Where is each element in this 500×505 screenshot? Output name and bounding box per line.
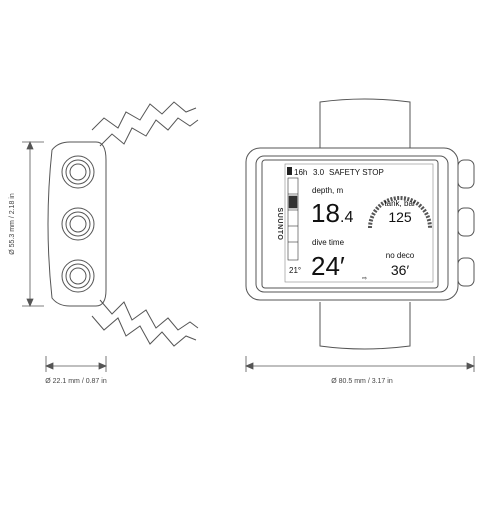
temperature: 21° <box>289 266 301 275</box>
depth-label: depth, m <box>312 186 343 195</box>
side-body <box>47 141 107 307</box>
side-button-middle <box>61 207 95 241</box>
screen-area <box>284 163 434 283</box>
width-dimension-label: Ø 80.5 mm / 3.17 in <box>331 378 393 385</box>
strap-top <box>319 98 411 148</box>
front-button-middle <box>457 207 475 237</box>
case-bezel <box>255 155 449 293</box>
arrow-indicator: ⇨ <box>362 276 367 282</box>
lower-strap <box>91 299 199 347</box>
depth-dimension <box>44 356 108 372</box>
depth-decimal: .4 <box>340 209 353 226</box>
clock: 16h <box>294 168 307 177</box>
no-deco-label: no deco <box>386 251 415 260</box>
dive-time-label: dive time <box>312 238 345 247</box>
no-deco-value: 36′ <box>391 262 410 278</box>
front-button-top <box>457 159 475 189</box>
dive-time-value: 24′ <box>311 251 345 281</box>
width-dimension <box>244 356 476 372</box>
upper-strap <box>91 101 199 147</box>
depth-value: 18 <box>311 198 340 228</box>
display-frame <box>261 159 439 289</box>
tank-label: tank, bar <box>384 199 415 208</box>
battery-icon <box>287 167 292 175</box>
side-button-bottom <box>61 259 95 293</box>
front-view <box>245 98 475 350</box>
side-view <box>47 101 199 347</box>
strap-bottom <box>319 302 411 350</box>
height-dimension <box>22 140 44 308</box>
screen: 16h 3.0 SAFETY STOP depth, m 18 .4 tank,… <box>284 163 434 283</box>
front-button-bottom <box>457 257 475 287</box>
top-value: 3.0 <box>313 168 325 177</box>
height-dimension-label: Ø 55.3 mm / 2.18 in <box>9 193 16 255</box>
status-text: SAFETY STOP <box>329 168 384 177</box>
ascent-bar <box>287 177 299 261</box>
depth-dimension-label: Ø 22.1 mm / 0.87 in <box>45 378 107 385</box>
brand-logo: SUUNTO <box>276 207 283 240</box>
side-button-top <box>61 155 95 189</box>
tank-value: 125 <box>388 209 412 225</box>
